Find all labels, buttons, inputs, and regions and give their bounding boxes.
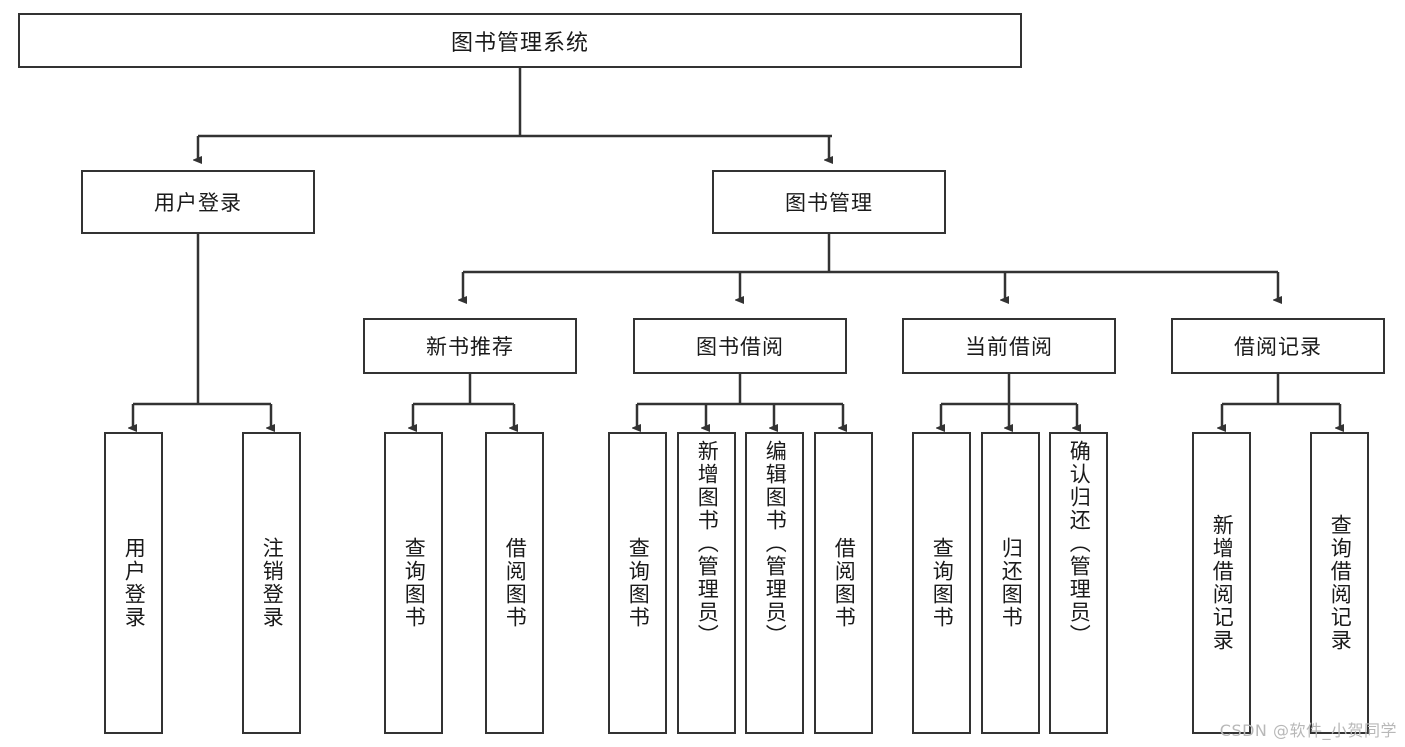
node-current-borrow[interactable]: 当前借阅 — [902, 318, 1116, 374]
node-user-login[interactable]: 用户登录 — [81, 170, 315, 234]
node-borrow-record[interactable]: 借阅记录 — [1171, 318, 1385, 374]
leaf-borrow-record-add-record[interactable]: 新增借阅记录 — [1192, 432, 1251, 734]
node-label: 注销登录 — [260, 537, 285, 629]
node-label: 借阅图书 — [832, 537, 857, 629]
leaf-book-borrow-edit-book-admin[interactable]: 编辑图书（管理员） — [745, 432, 804, 734]
node-label: 图书管理系统 — [450, 30, 589, 56]
node-label: 新增借阅记录 — [1210, 514, 1235, 652]
node-label: 借阅图书 — [503, 537, 528, 629]
leaf-new-book-query-book[interactable]: 查询图书 — [384, 432, 443, 734]
leaf-new-book-borrow-book[interactable]: 借阅图书 — [485, 432, 544, 734]
node-label: 用户登录 — [122, 537, 147, 629]
node-label: 编辑图书（管理员） — [763, 440, 788, 647]
node-root-book-management-system[interactable]: 图书管理系统 — [18, 13, 1022, 68]
node-label: 归还图书 — [999, 537, 1024, 629]
node-label: 新增图书（管理员） — [695, 440, 720, 647]
leaf-user-login-login[interactable]: 用户登录 — [104, 432, 163, 734]
node-label: 查询借阅记录 — [1328, 514, 1353, 652]
leaf-book-borrow-borrow-book[interactable]: 借阅图书 — [814, 432, 873, 734]
node-book-management[interactable]: 图书管理 — [712, 170, 946, 234]
node-new-book-recommend[interactable]: 新书推荐 — [363, 318, 577, 374]
leaf-borrow-record-query-record[interactable]: 查询借阅记录 — [1310, 432, 1369, 734]
leaf-user-login-logout[interactable]: 注销登录 — [242, 432, 301, 734]
node-label: 确认归还（管理员） — [1067, 440, 1092, 647]
node-label: 查询图书 — [930, 537, 955, 629]
node-label: 查询图书 — [402, 537, 427, 629]
node-book-borrow[interactable]: 图书借阅 — [633, 318, 847, 374]
node-label: 借阅记录 — [1234, 335, 1322, 359]
node-label: 图书管理 — [785, 191, 873, 215]
watermark: CSDN @软件_小贺同学 — [1219, 721, 1397, 740]
node-label: 新书推荐 — [426, 335, 514, 359]
leaf-current-borrow-query-book[interactable]: 查询图书 — [912, 432, 971, 734]
node-label: 用户登录 — [154, 191, 242, 215]
node-label: 图书借阅 — [696, 335, 784, 359]
leaf-book-borrow-add-book-admin[interactable]: 新增图书（管理员） — [677, 432, 736, 734]
leaf-book-borrow-query-book[interactable]: 查询图书 — [608, 432, 667, 734]
leaf-current-borrow-confirm-return-admin[interactable]: 确认归还（管理员） — [1049, 432, 1108, 734]
leaf-current-borrow-return-book[interactable]: 归还图书 — [981, 432, 1040, 734]
node-label: 查询图书 — [626, 537, 651, 629]
node-label: 当前借阅 — [965, 335, 1053, 359]
